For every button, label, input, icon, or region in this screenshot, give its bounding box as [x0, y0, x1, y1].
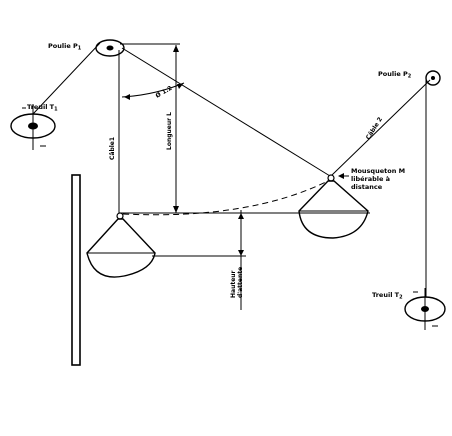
pulley-p1	[95, 39, 125, 57]
cable-2-label: Câble 2	[365, 116, 384, 141]
length-label: Longueur L	[166, 112, 173, 150]
bucket-2	[298, 174, 369, 239]
wall-post	[71, 174, 81, 366]
cable-1-label: Câble1	[109, 137, 116, 160]
rope-p1-mousqueton	[121, 47, 331, 177]
swing-arc-dashed	[122, 179, 331, 216]
height-label-line2: d'attente	[237, 267, 244, 298]
winch-t1-label: Treuil T1	[27, 103, 58, 113]
angle-arc	[121, 82, 185, 98]
cable-2-line	[331, 79, 431, 176]
mousqueton-label-line1: Mousqueton M	[351, 167, 405, 175]
rope-t1-p1	[32, 42, 101, 115]
angle-label: Ø 1.2	[155, 85, 174, 100]
pulley-p2	[425, 70, 441, 86]
bucket-1	[86, 212, 156, 278]
pulley-p1-label: Poulie P1	[48, 42, 82, 52]
height-label-line1: Hauteur	[230, 270, 237, 298]
winch-t2	[404, 288, 446, 330]
winch-t2-label: Treuil T2	[372, 291, 403, 301]
mousqueton-label-line3: distance	[351, 183, 383, 191]
pulley-p2-label: Poulie P2	[378, 70, 412, 80]
mousqueton-label-line2: libérable à	[351, 175, 390, 183]
